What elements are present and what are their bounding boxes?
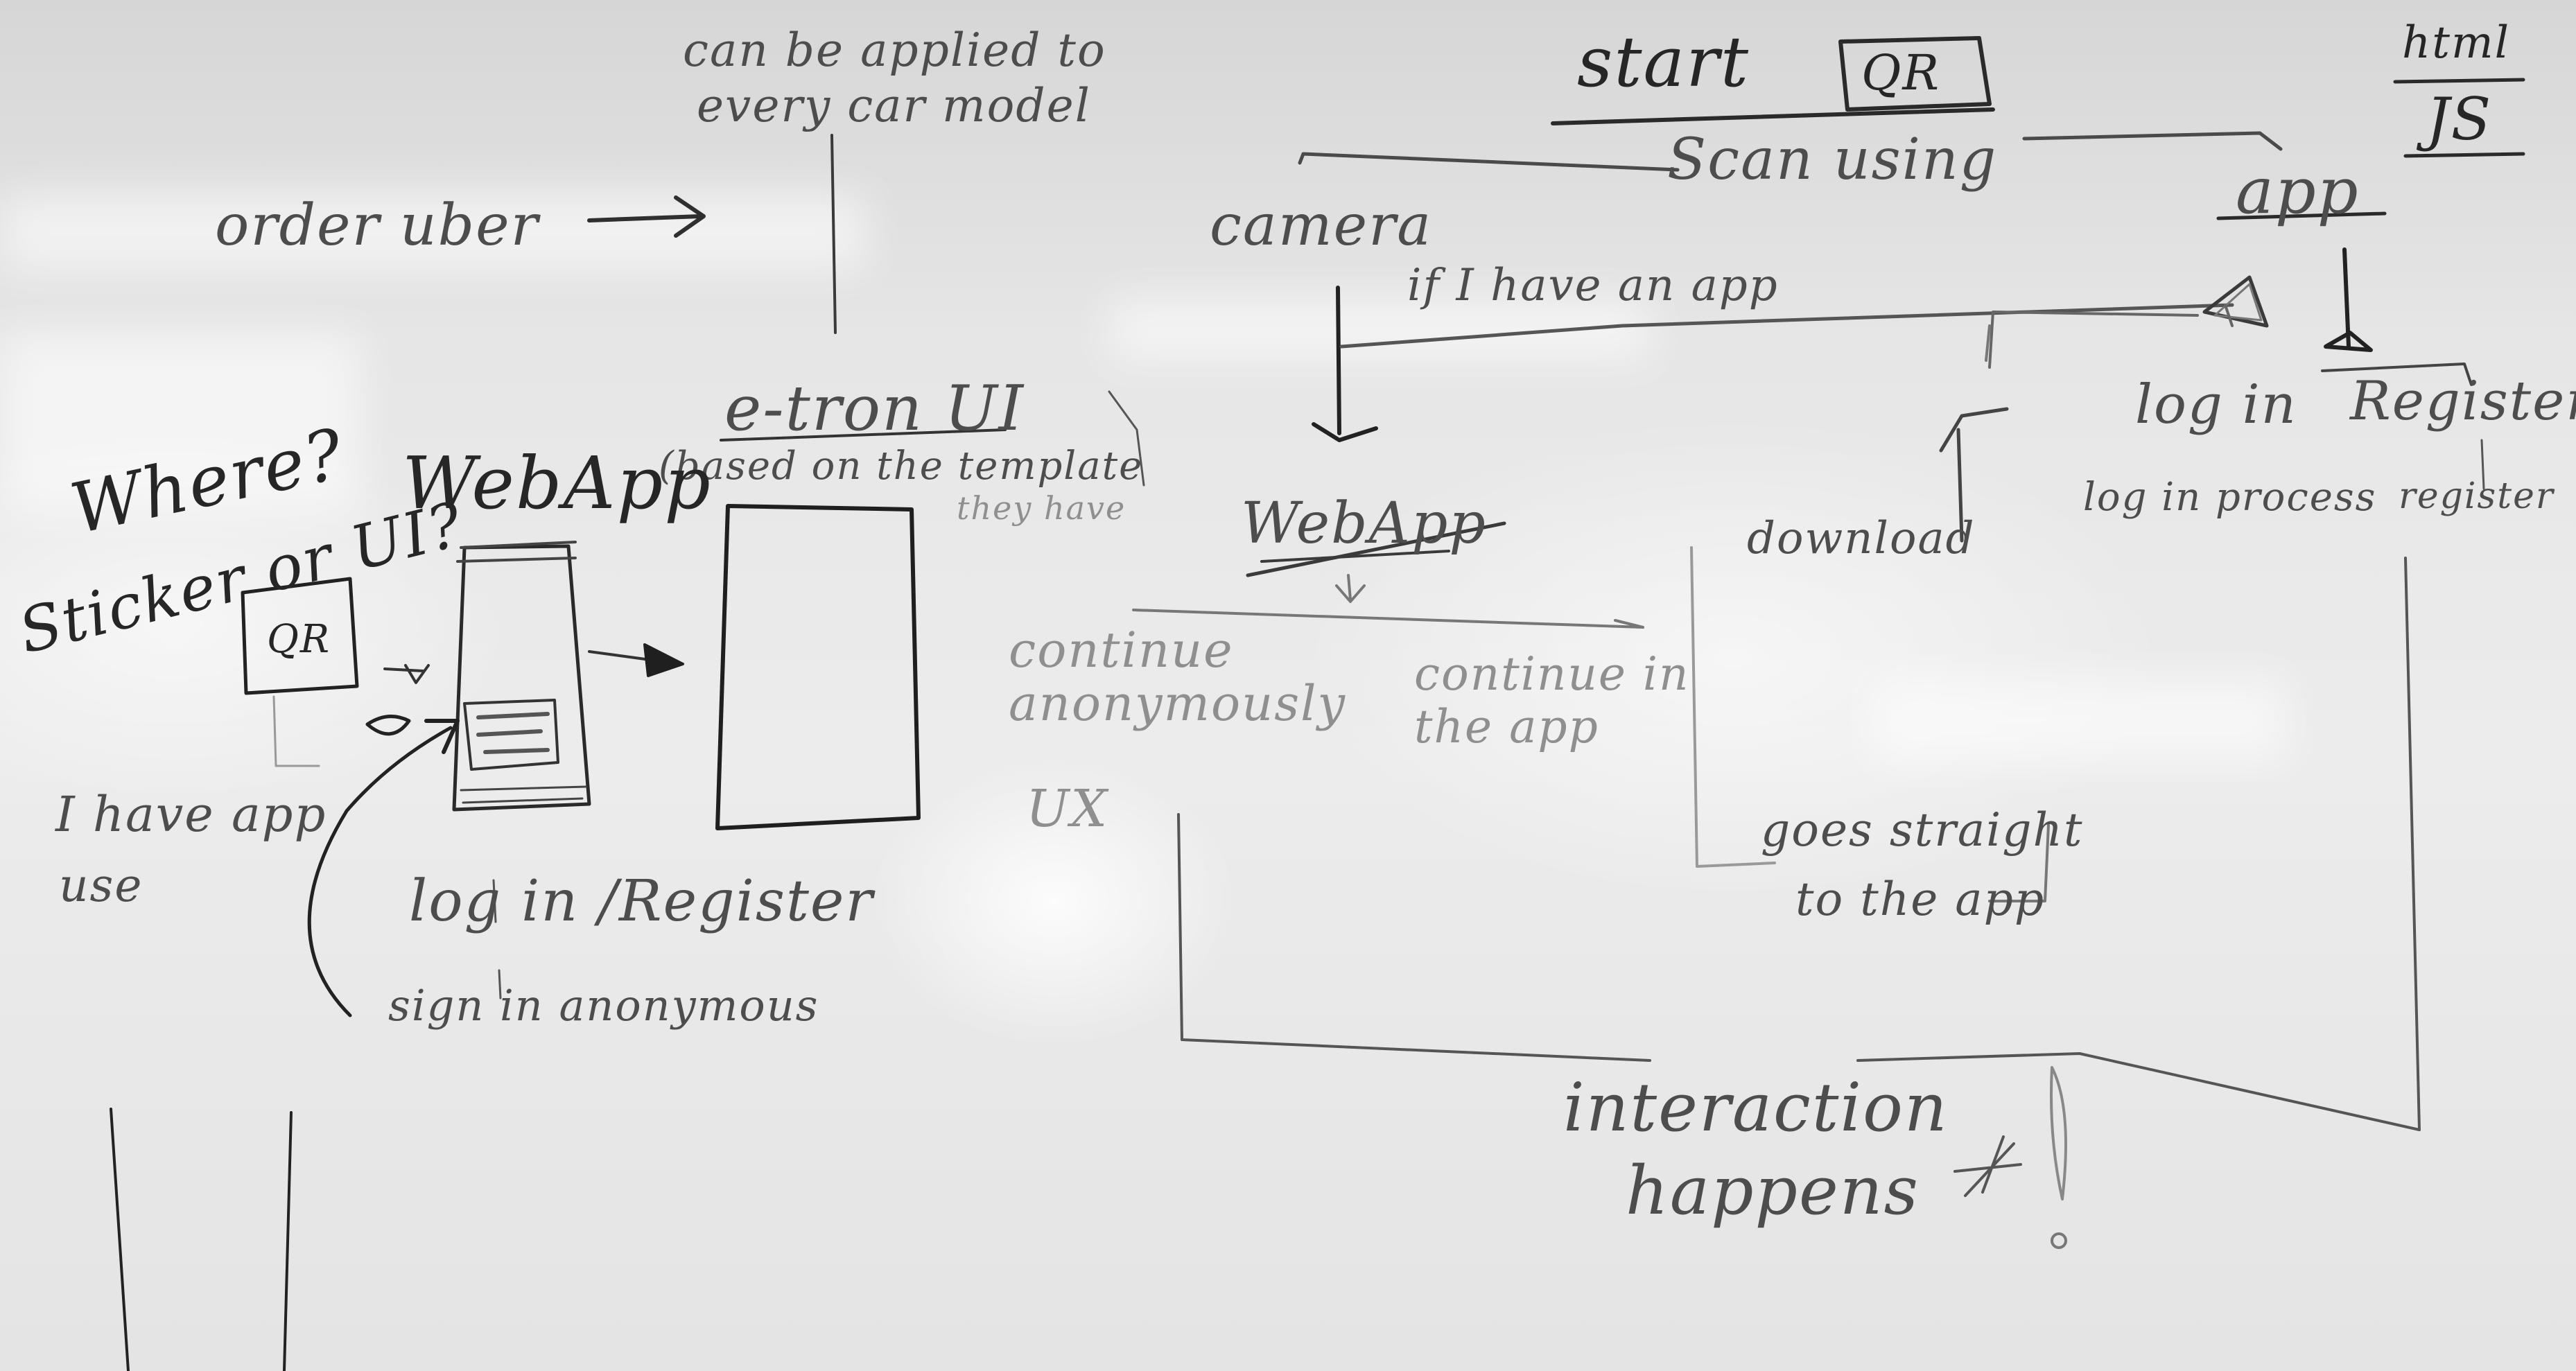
phone-content-box	[463, 699, 559, 771]
order-uber-arrow	[587, 195, 706, 238]
label-scan-using: Scan using	[1667, 127, 1998, 193]
bottom-line-b	[283, 1111, 293, 1371]
webapp-mid-underline2	[1260, 550, 1450, 563]
phone-content-scribble	[476, 712, 550, 754]
label-etron-ui: e-tron UI	[724, 372, 1025, 445]
camera-down-line	[1336, 286, 1341, 435]
label-use: use	[59, 859, 143, 912]
app-to-register-line	[2342, 247, 2351, 349]
label-js: JS	[2426, 85, 2493, 153]
lower-loop-right	[1856, 557, 2421, 1131]
light-reflection	[0, 333, 360, 513]
register-small-tick	[2480, 439, 2485, 490]
camera-down-arrowhead	[1312, 422, 1378, 442]
label-login-right: log in	[2135, 374, 2297, 436]
camera-to-app-line	[1339, 303, 2234, 349]
label-ux: UX	[1026, 779, 1109, 839]
etron-underline	[720, 428, 1007, 442]
label-camera: camera	[1210, 193, 1433, 259]
register-arrowhead	[2324, 331, 2373, 352]
qr-sticker-box	[241, 577, 359, 695]
note-every-car-model: every car model	[697, 79, 1091, 132]
label-continue-anonymously: continue anonymously	[1009, 622, 1347, 732]
label-i-have-app: I have app	[55, 786, 327, 843]
connector-line	[830, 134, 837, 334]
eye-icon	[365, 715, 411, 736]
sticker-to-phone-arrow	[383, 664, 430, 684]
webapp-to-etron-arrowhead	[643, 643, 684, 677]
sign-in-tick	[498, 969, 502, 999]
sticker-down-line	[272, 695, 320, 767]
scan-bracket-right	[2022, 131, 2283, 151]
lower-loop-left	[1177, 813, 1651, 1062]
etron-bracket	[1108, 390, 1145, 487]
label-they-have: they have	[957, 489, 1126, 527]
webapp-down-arrow	[1335, 574, 1366, 603]
download-up-arrow	[1939, 407, 2009, 543]
label-qr-top: QR	[1861, 44, 1941, 101]
label-qr-sticker: QR	[267, 617, 331, 662]
html-js-line	[2393, 78, 2525, 84]
light-reflection	[1872, 679, 2288, 762]
label-sign-in-anonymous: sign in anonymous	[388, 980, 819, 1031]
label-start: start	[1577, 21, 1750, 103]
js-underline	[2403, 152, 2525, 158]
label-html: html	[2402, 17, 2511, 69]
label-register-small: register	[2399, 475, 2555, 517]
scan-bracket-left	[1298, 152, 1680, 172]
label-app: app	[2236, 154, 2360, 228]
exclamation-stroke	[2050, 1066, 2067, 1200]
note-order-uber: order uber	[215, 193, 539, 259]
label-webapp-mid: WebApp	[1241, 491, 1487, 557]
label-if-i-have-app: if I have an app	[1407, 260, 1779, 311]
app-underline	[2216, 211, 2387, 220]
download-bracket	[1690, 546, 1776, 868]
label-happens: happens	[1626, 1152, 1920, 1230]
label-goes-straight: goes straight	[1761, 803, 2084, 857]
light-reflection	[0, 194, 867, 270]
continue-line	[1132, 609, 1644, 629]
label-login-process: log in process	[2083, 475, 2377, 520]
app-arrowhead-left-fill	[2213, 283, 2263, 322]
qr-box-top	[1838, 36, 1992, 112]
label-register-right: Register	[2350, 370, 2576, 433]
label-to-the-app: to the app	[1795, 873, 2046, 926]
curved-arrow	[307, 726, 453, 1018]
star-icon	[1953, 1135, 2022, 1197]
webapp-mid-underline	[1246, 521, 1506, 577]
login-down-line	[492, 879, 497, 923]
login-bracket	[1988, 304, 2234, 369]
curved-arrowhead	[424, 719, 460, 754]
label-based-on-template: (based on the template	[659, 444, 1144, 489]
label-exclamation: !	[2044, 1081, 2087, 1185]
bottom-line-a	[110, 1108, 130, 1371]
start-underline	[1551, 107, 1995, 125]
note-can-be-applied: can be applied to	[683, 24, 1106, 77]
label-webapp-left: WebApp	[402, 441, 712, 525]
etron-screen-frame	[715, 504, 921, 830]
phone-bottom-lines	[460, 785, 587, 804]
label-interaction: interaction	[1563, 1069, 1949, 1146]
register-bracket	[2321, 363, 2473, 386]
phone-top-bar	[456, 541, 577, 563]
goes-app-line	[1985, 324, 2050, 902]
app-arrowhead-left	[2202, 275, 2269, 328]
exclamation-dot	[2051, 1232, 2067, 1249]
label-download: download	[1747, 513, 1976, 564]
label-login-register-left: log in /Register	[409, 868, 874, 934]
label-continue-in-app: continue in the app	[1414, 647, 1690, 753]
